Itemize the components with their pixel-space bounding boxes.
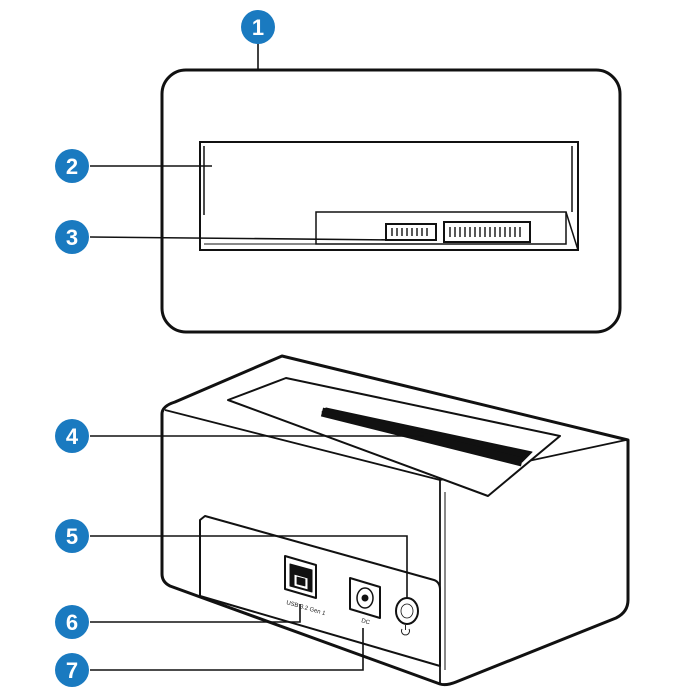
leader-line-7 bbox=[90, 628, 364, 671]
callout-number: 3 bbox=[66, 225, 78, 250]
callout-number: 1 bbox=[252, 15, 264, 40]
callout-1: 1 bbox=[241, 10, 275, 44]
callout-5: 5 bbox=[55, 519, 89, 553]
perspective-view bbox=[160, 354, 630, 687]
sata-connector bbox=[385, 221, 531, 243]
usb-port bbox=[284, 555, 317, 599]
dock-top-recess bbox=[227, 377, 561, 497]
top-view bbox=[160, 68, 622, 334]
callout-number: 5 bbox=[66, 524, 78, 549]
dc-input bbox=[349, 577, 381, 619]
callout-number: 6 bbox=[66, 610, 78, 635]
callout-3: 3 bbox=[55, 220, 89, 254]
rear-panel bbox=[199, 515, 441, 667]
callout-4: 4 bbox=[55, 419, 89, 453]
callout-6: 6 bbox=[55, 605, 89, 639]
leader-line-5 bbox=[90, 535, 408, 598]
leader-line-6 bbox=[90, 604, 301, 623]
leader-lines bbox=[89, 40, 424, 671]
callout-7: 7 bbox=[55, 653, 89, 687]
callout-number: 4 bbox=[66, 424, 79, 449]
power-icon bbox=[401, 625, 410, 636]
power-button bbox=[395, 597, 419, 625]
dc-label: DC bbox=[360, 618, 371, 626]
callout-number: 7 bbox=[66, 658, 78, 683]
leader-line-3 bbox=[89, 236, 397, 241]
callout-2: 2 bbox=[55, 149, 89, 183]
callout-number: 2 bbox=[66, 154, 78, 179]
drive-slot bbox=[320, 407, 533, 467]
